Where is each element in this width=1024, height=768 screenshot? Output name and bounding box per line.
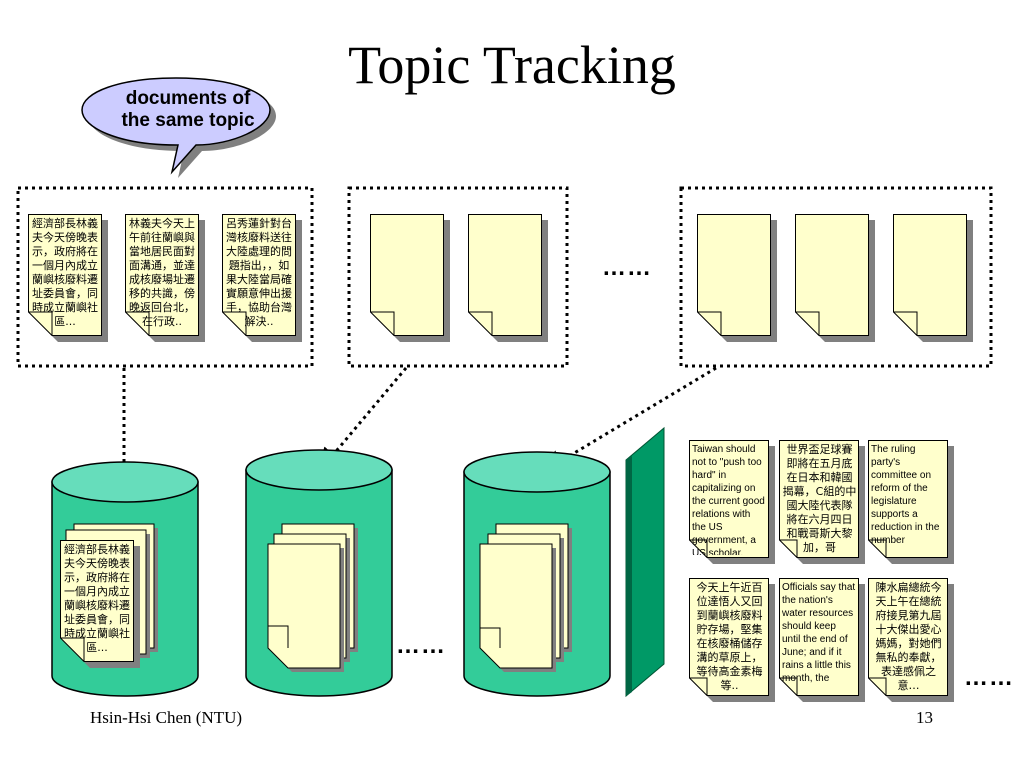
topic-box-training [16, 186, 314, 368]
ellipsis-topics: …… [602, 254, 652, 281]
training-doc-2: 林義夫今天上午前往蘭嶼與當地居民面對面溝通，並達成核廢場址遷移的共識，傍晚返回台… [125, 214, 199, 336]
arrow-box2-to-cylinder2 [318, 367, 408, 473]
training-doc-1: 經濟部長林義夫今天傍晚表示，政府將在一個月內成立蘭嶼核廢料遷址委員會，同時成立蘭… [28, 214, 102, 336]
topic3-doc-2 [795, 214, 869, 336]
news-doc-1-text: Taiwan should not to "push too hard" in … [692, 444, 765, 555]
topic-box-third [679, 186, 993, 368]
topic3-doc-1 [697, 214, 771, 336]
cylinder-2-doc-stack [267, 523, 358, 672]
news-doc-6-text: 陳水扁總統今天上午在總統府接見第九屆十大傑出愛心媽媽，對她們無私的奉獻，表達感佩… [875, 581, 942, 692]
callout-line-1: documents of [125, 88, 251, 109]
news-doc-3-text: The ruling party's committee on reform o… [871, 444, 940, 546]
callout-line-2: the same topic [121, 110, 255, 131]
news-doc-5: Officials say that the nation's water re… [779, 578, 859, 696]
news-doc-6: 陳水扁總統今天上午在總統府接見第九屆十大傑出愛心媽媽，對她們無私的奉獻，表達感佩… [868, 578, 948, 696]
news-doc-3: The ruling party's committee on reform o… [868, 440, 948, 558]
training-doc-1-text: 經濟部長林義夫今天傍晚表示，政府將在一個月內成立蘭嶼核廢料遷址委員會，同時成立蘭… [32, 217, 98, 328]
arrow-box3-to-cylinder3 [540, 366, 717, 474]
slide-title: Topic Tracking [348, 35, 676, 95]
footer-author: Hsin-Hsi Chen (NTU) [90, 708, 243, 727]
training-doc-3-text: 呂秀蓮針對台灣核廢料送往大陸處理的問題指出，，如果大陸當局確實願意伸出援手，協助… [226, 217, 292, 328]
news-doc-4: 今天上午近百位達悟人又回到蘭嶼核廢料貯存場，堅集在核廢桶儲存溝的草原上，等待高金… [689, 578, 769, 696]
stored-doc: 經濟部長林義夫今天傍晚表示，政府將在一個月內成立蘭嶼核廢料遷址委員會，同時成立蘭… [60, 540, 134, 662]
news-doc-4-text: 今天上午近百位達悟人又回到蘭嶼核廢料貯存場，堅集在核廢桶儲存溝的草原上，等待高金… [696, 581, 763, 692]
cylinder-3-doc-stack [479, 523, 572, 672]
news-doc-1: Taiwan should not to "push too hard" in … [689, 440, 769, 558]
callout-bubble [81, 77, 276, 178]
news-doc-2-text: 世界盃足球賽即將在五月底在日本和韓國揭幕，C組的中國大陸代表隊將在六月四日和戰哥… [782, 443, 857, 554]
stored-doc-text: 經濟部長林義夫今天傍晚表示，政府將在一個月內成立蘭嶼核廢料遷址委員會，同時成立蘭… [64, 543, 130, 654]
callout-text: documents of the same topic [88, 88, 288, 132]
topic2-doc-2 [468, 214, 542, 336]
footer-page-number: 13 [916, 708, 933, 727]
news-doc-5-text: Officials say that the nation's water re… [782, 582, 856, 684]
ellipsis-cylinders: …… [396, 632, 446, 659]
ellipsis-stream: …… [964, 664, 1014, 691]
filter-wall [625, 426, 665, 698]
topic2-doc-1 [370, 214, 444, 336]
topic-box-second [347, 186, 569, 368]
news-doc-2: 世界盃足球賽即將在五月底在日本和韓國揭幕，C組的中國大陸代表隊將在六月四日和戰哥… [779, 440, 859, 558]
training-doc-2-text: 林義夫今天上午前往蘭嶼與當地居民面對面溝通，並達成核廢場址遷移的共識，傍晚返回台… [129, 217, 195, 328]
topic3-doc-3 [893, 214, 967, 336]
training-doc-3: 呂秀蓮針對台灣核廢料送往大陸處理的問題指出，，如果大陸當局確實願意伸出援手，協助… [222, 214, 296, 336]
